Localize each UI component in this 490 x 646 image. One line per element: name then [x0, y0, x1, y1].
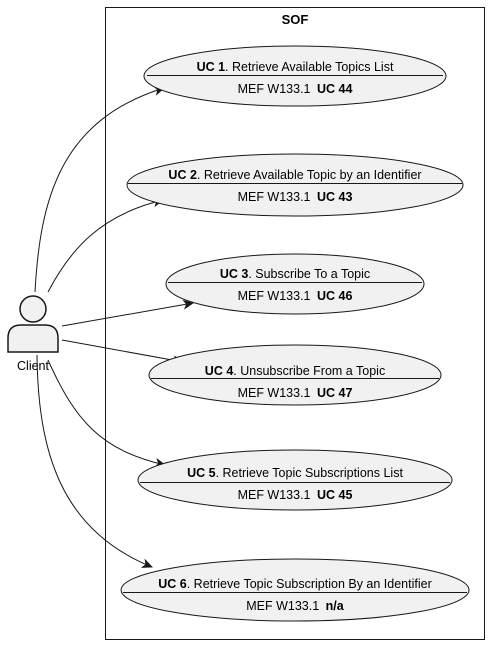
association-uc2 [47, 197, 164, 293]
association-uc5 [47, 359, 166, 468]
use-case-1[interactable]: UC 1. Retrieve Available Topics List MEF… [143, 45, 447, 107]
use-case-title: UC 6. Retrieve Topic Subscription By an … [158, 577, 432, 591]
use-case-reference: MEF W133.1 UC 47 [238, 386, 353, 400]
use-case-ellipse [137, 449, 453, 511]
actor-client[interactable]: Client [7, 295, 59, 373]
use-case-ellipse [165, 253, 425, 315]
system-boundary [105, 7, 485, 640]
use-case-title: UC 4. Unsubscribe From a Topic [205, 364, 385, 378]
system-title: SOF [282, 12, 309, 27]
use-case-3[interactable]: UC 3. Subscribe To a Topic MEF W133.1 UC… [165, 253, 425, 315]
use-case-reference: MEF W133.1 UC 44 [238, 82, 353, 96]
actor-body [7, 324, 59, 353]
use-case-5[interactable]: UC 5. Retrieve Topic Subscriptions List … [137, 449, 453, 511]
use-case-reference: MEF W133.1 n/a [246, 599, 345, 613]
use-case-ellipse [126, 153, 464, 217]
use-case-title: UC 5. Retrieve Topic Subscriptions List [187, 466, 403, 480]
association-uc6 [36, 354, 153, 568]
association-uc1 [34, 86, 165, 293]
association-uc3 [61, 299, 194, 327]
use-case-title: UC 2. Retrieve Available Topic by an Ide… [168, 168, 421, 182]
use-case-reference: MEF W133.1 UC 46 [238, 289, 353, 303]
use-case-ellipse [120, 558, 470, 622]
use-case-6[interactable]: UC 6. Retrieve Topic Subscription By an … [120, 558, 470, 622]
use-case-ellipse [148, 344, 442, 406]
use-case-title: UC 1. Retrieve Available Topics List [197, 60, 394, 74]
use-case-title: UC 3. Subscribe To a Topic [220, 267, 370, 281]
actor-label: Client [17, 359, 49, 373]
use-case-2[interactable]: UC 2. Retrieve Available Topic by an Ide… [126, 153, 464, 217]
association-uc4 [61, 339, 184, 366]
use-case-reference: MEF W133.1 UC 45 [238, 488, 353, 502]
actor-head [19, 295, 47, 323]
use-case-reference: MEF W133.1 UC 43 [238, 190, 353, 204]
use-case-4[interactable]: UC 4. Unsubscribe From a Topic MEF W133.… [148, 344, 442, 406]
